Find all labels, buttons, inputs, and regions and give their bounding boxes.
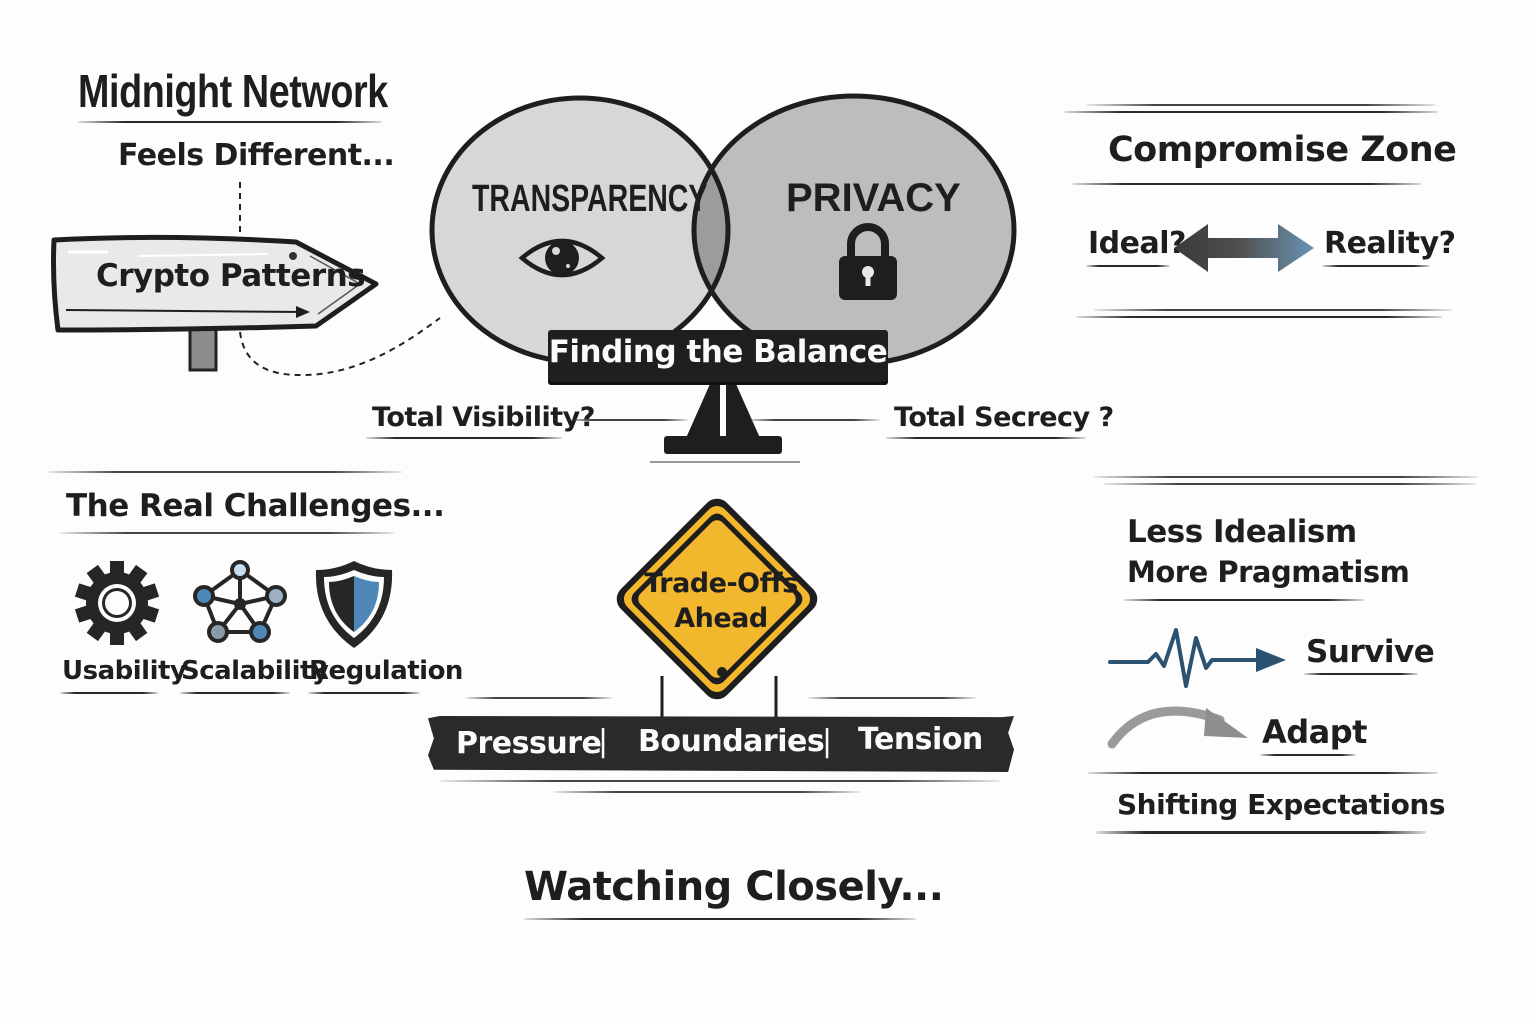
balance-banner [548, 330, 888, 382]
tape-item-pressure: Pressure [456, 726, 602, 761]
tape-under-rule-1 [440, 780, 1000, 782]
main-title: Midnight Network [78, 65, 388, 117]
warning-line-1: Trade-Offs [644, 568, 798, 599]
subtitle: Feels Different... [118, 138, 395, 173]
pragmatism-top-rule-1 [1094, 476, 1478, 478]
challenge-label-usability: Usability [62, 656, 187, 686]
tape-separator: | [598, 724, 608, 759]
warning-diamond-sign [616, 498, 818, 718]
pragmatism-line-2: More Pragmatism [1127, 555, 1410, 589]
balance-stand [650, 384, 800, 463]
compromise-top-rule-2 [1064, 111, 1438, 113]
footer-underline [524, 918, 916, 920]
pragmatism-underline [1124, 599, 1364, 601]
adapt-label: Adapt [1262, 713, 1367, 751]
survive-underline [1304, 673, 1418, 675]
sign-left-rule [466, 697, 612, 699]
signpost-label: Crypto Patterns [96, 258, 366, 294]
shifting-underline [1096, 831, 1426, 834]
gear-icon [74, 561, 160, 645]
compromise-heading: Compromise Zone [1108, 130, 1457, 170]
right-extreme-label: Total Secrecy ? [894, 402, 1114, 433]
lock-icon [839, 223, 897, 300]
survive-label: Survive [1306, 634, 1435, 670]
left-extreme-underline [366, 437, 562, 439]
title-underline [78, 121, 382, 123]
venn-diagram [429, 93, 1017, 367]
tape-item-tension: Tension [858, 722, 983, 757]
venn-left-circle [432, 98, 728, 362]
compromise-top-rule-1 [1086, 104, 1436, 106]
shifting-top-rule [1088, 772, 1438, 774]
left-balance-line [568, 419, 688, 421]
usability-underline [60, 692, 158, 694]
venn-right-label: PRIVACY [786, 176, 961, 220]
heartbeat-arrow-icon [1108, 628, 1286, 688]
compromise-heading-underline [1072, 183, 1422, 185]
network-icon [193, 560, 287, 643]
challenges-top-rule [48, 471, 402, 473]
shifting-expectations-label: Shifting Expectations [1117, 788, 1446, 821]
pragmatism-top-rule-2 [1104, 483, 1476, 485]
compromise-bottom-rule-1 [1094, 309, 1452, 311]
adapt-underline [1260, 754, 1356, 756]
left-extreme-label: Total Visibility? [372, 402, 595, 433]
challenge-label-scalability: Scalability [181, 656, 329, 686]
crypto-patterns-signpost [51, 234, 379, 372]
right-balance-line [748, 419, 880, 421]
pragmatism-line-1: Less Idealism [1127, 514, 1357, 550]
compromise-bottom-rule-2 [1076, 316, 1442, 318]
sign-right-rule [808, 697, 976, 699]
reality-underline [1322, 265, 1430, 267]
regulation-underline [308, 692, 420, 694]
challenges-heading-underline [60, 532, 394, 534]
tape-under-rule-2 [554, 791, 860, 793]
double-arrow-icon [1174, 224, 1314, 272]
tape-separator: | [822, 724, 832, 759]
challenges-heading: The Real Challenges... [66, 488, 445, 524]
tape-banner [428, 716, 1014, 772]
venn-left-label: TRANSPARENCY [472, 178, 708, 220]
reality-label: Reality? [1324, 226, 1456, 261]
footer-text: Watching Closely... [524, 864, 944, 910]
right-extreme-underline [886, 437, 1086, 439]
scalability-underline [180, 692, 290, 694]
curved-arrow-icon [1107, 706, 1248, 749]
ideal-label: Ideal? [1088, 226, 1186, 261]
shield-icon [315, 561, 393, 648]
challenge-label-regulation: Regulation [309, 656, 463, 686]
warning-line-2: Ahead [674, 603, 768, 634]
eye-icon [518, 238, 606, 278]
ideal-underline [1086, 265, 1170, 267]
tape-item-boundaries: Boundaries [638, 724, 825, 759]
balance-banner-label: Finding the Balance [548, 334, 888, 370]
